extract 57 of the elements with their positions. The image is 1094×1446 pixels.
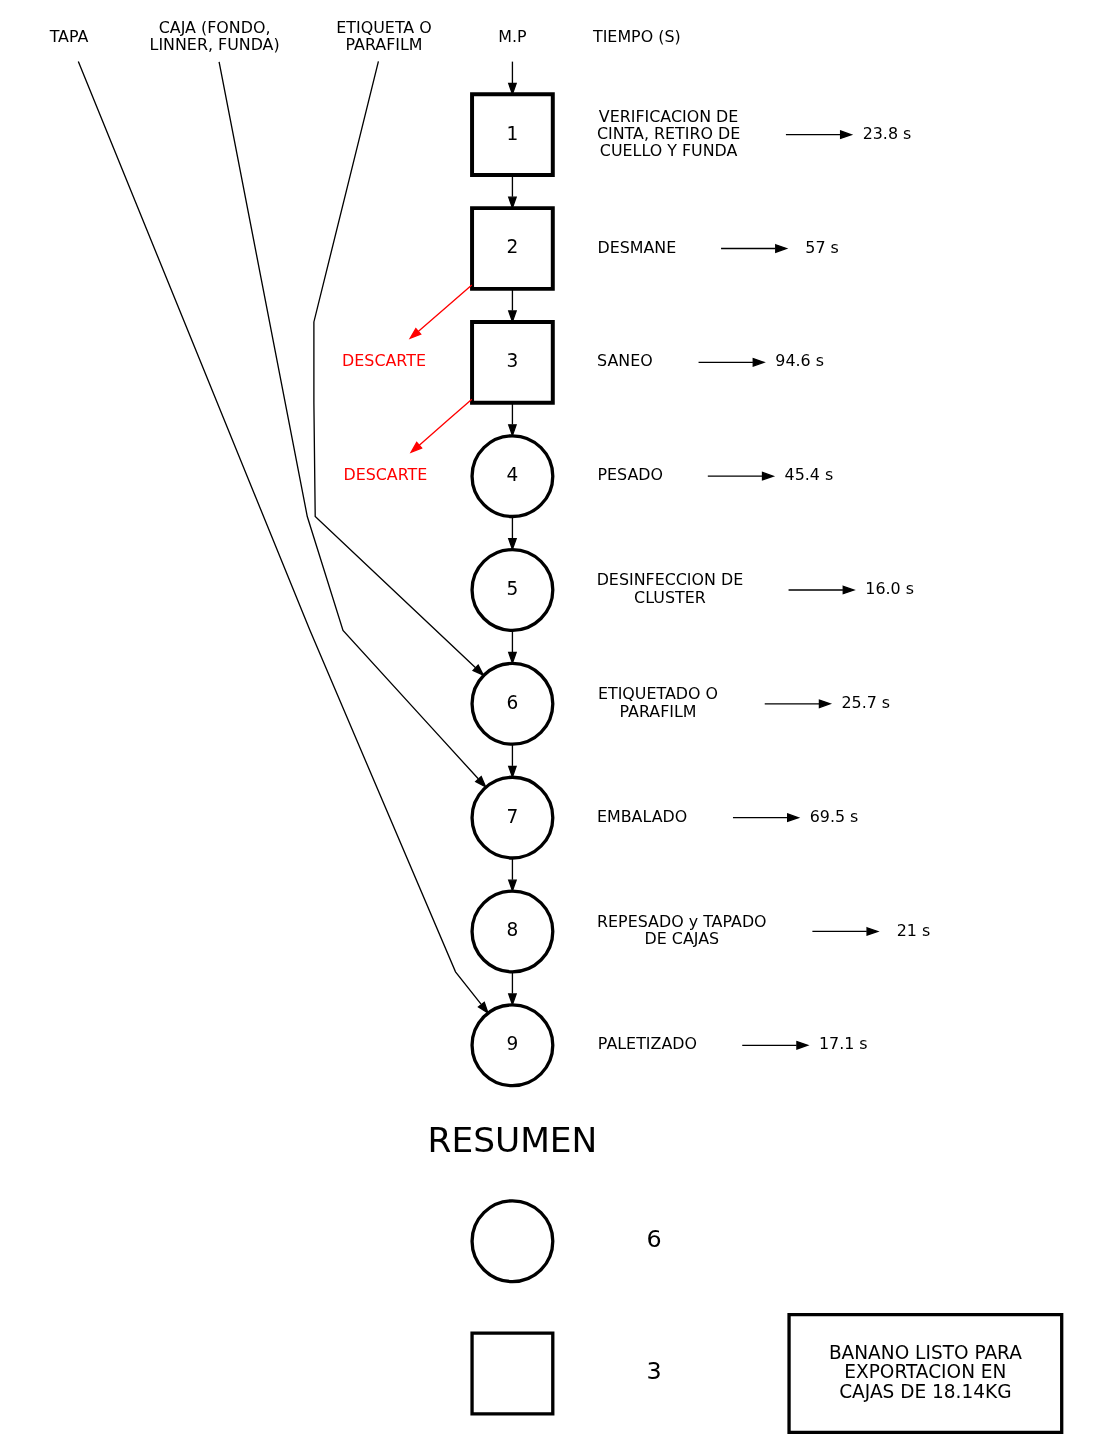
node-box: BANANO LISTO PARA EXPORTACION EN CAJAS DE 18.14KG (786, 1312, 1063, 1435)
arrow (706, 471, 775, 481)
node-label: PALETIZADO (597, 1034, 697, 1054)
node-text: CAJA (FONDO, LINNER, FUNDA) (149, 17, 280, 55)
node-text: M.P (497, 26, 527, 46)
node-box (469, 1331, 554, 1416)
arrow (741, 1040, 809, 1050)
arrow (409, 398, 473, 454)
arrow (408, 284, 472, 340)
node-circle: 5 (469, 547, 554, 632)
node-text: 69.5 s (809, 806, 858, 826)
node-label: SANEO (596, 351, 653, 371)
arrow (507, 971, 517, 1007)
arrow (507, 857, 517, 893)
node-circle (469, 1199, 554, 1284)
node-label: DESINFECCION DE CLUSTER (596, 570, 743, 607)
label: TIEMPO (S) (592, 26, 681, 46)
node-text: 17.1 s (818, 1034, 868, 1054)
node-text: 21 s (896, 920, 930, 940)
node-text: DESCARTE (342, 465, 427, 485)
node-text: ETIQUETA O PARAFILM (335, 17, 432, 55)
node-text: 57 s (804, 237, 839, 257)
arrow (787, 585, 856, 595)
node-text: DESCARTE (341, 351, 426, 371)
label: RESUMEN (427, 1119, 597, 1160)
node-text: 94.6 s (774, 351, 824, 371)
node-box: 3 (469, 319, 555, 405)
node-label: PESADO (596, 465, 663, 485)
node-circle: 8 (469, 889, 554, 974)
node-circle: 4 (469, 434, 554, 519)
arrow (784, 130, 853, 140)
arrow (507, 516, 517, 552)
node-label: EMBALADO (596, 806, 687, 826)
node-text: 23.8 s (862, 123, 911, 143)
arrow (507, 744, 517, 779)
node-box: 2 (469, 206, 555, 291)
arrow (217, 61, 487, 789)
node-label: ETIQUETADO O PARAFILM (597, 684, 718, 721)
node-text: 25.7 s (840, 692, 890, 712)
arrow (731, 813, 800, 823)
arrow (763, 699, 832, 709)
node-label: VERIFICACION DE CINTA, RETIRO DE CUELLO Y FUNDA (596, 106, 740, 160)
arrow (697, 357, 766, 367)
node-text: TAPA (49, 26, 88, 46)
arrow (77, 60, 489, 1015)
arrow (312, 60, 485, 677)
arrow (811, 926, 880, 937)
node-label: REPESADO y TAPADO DE CAJAS (596, 911, 767, 949)
node-text: 45.4 s (784, 465, 833, 485)
node-box: 1 (469, 92, 555, 178)
arrow (719, 243, 788, 254)
arrow (507, 402, 517, 438)
node-text: 16.0 s (864, 579, 914, 599)
label: 6 (645, 1225, 662, 1253)
label: 3 (645, 1357, 662, 1386)
arrow (507, 174, 517, 210)
node-label: DESMANE (596, 237, 676, 257)
